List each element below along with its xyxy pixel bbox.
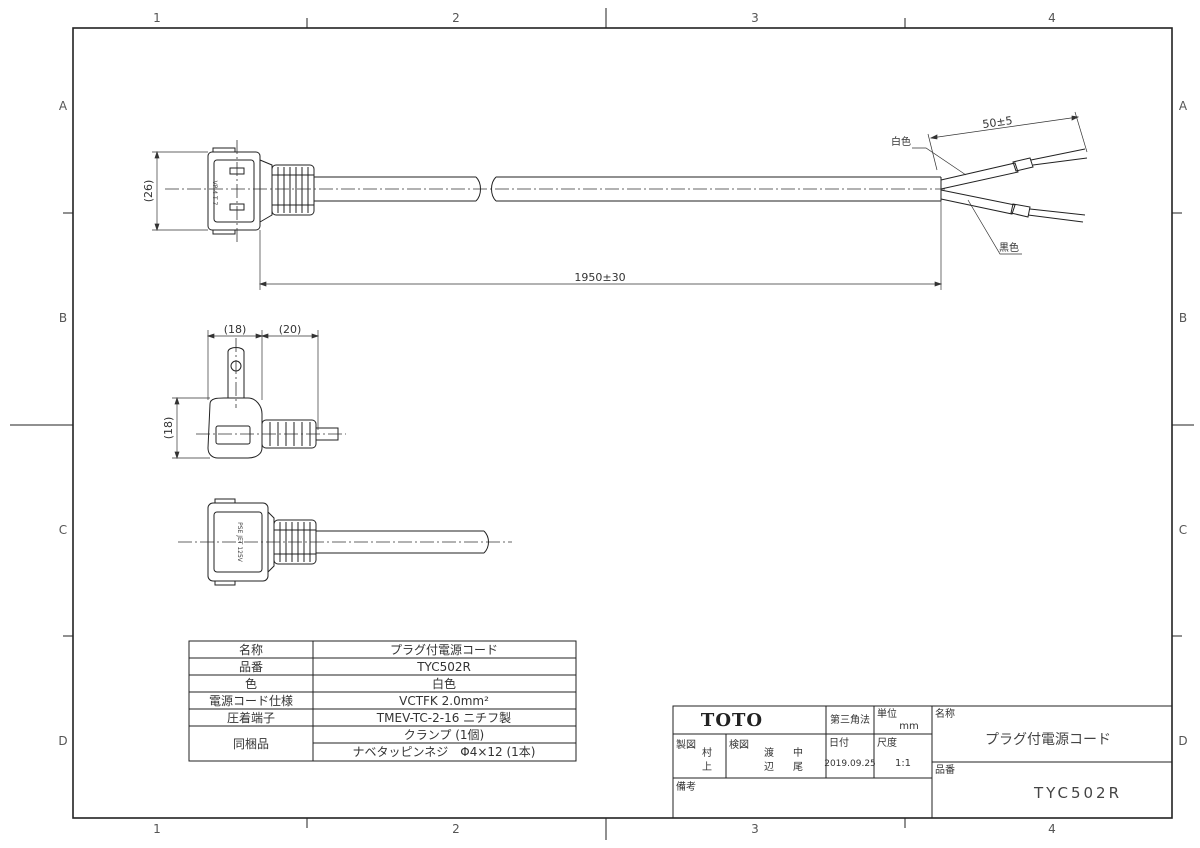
spec-included-clamp: クランプ (1個) [404,728,484,742]
spec-value-terminal: TMEV-TC-2-16 ニチフ製 [376,711,511,725]
zone-col-3-top: 3 [751,11,759,25]
zone-col-4-top: 4 [1048,11,1056,25]
scale-value: 1:1 [895,758,911,769]
zone-row-a-right: A [1179,99,1188,113]
projection-method: 第三角法 [830,713,870,726]
title-block: TOTO 第三角法 単位 mm 名称 プラグ付電源コード 製図 村 上 検図 渡… [672,705,1173,819]
plug-cap-tabs [212,147,236,235]
unit-label: 単位 [877,707,897,720]
white-wire-leader [912,147,967,176]
side-view [196,338,346,459]
zone-row-b-right: B [1179,311,1187,325]
top-view: VP 4 T 7 [165,140,1088,242]
white-wire-callout: 白色 [891,135,911,148]
spec-value-name: プラグ付電源コード [390,643,498,657]
dimension-side-height-label: (18) [162,417,175,440]
spec-label-color: 色 [245,677,257,691]
spec-table: 名称 プラグ付電源コード 品番 TYC502R 色 白色 電源コード仕様 VCT… [188,640,577,762]
front-view: PSE JET 125V [178,498,512,586]
checked-by-4: 尾 [793,761,803,773]
plug-marking-top: VP 4 T 7 [211,181,218,206]
zone-row-d-left: D [58,734,67,748]
white-terminal [1012,157,1034,172]
spec-value-part: TYC502R [416,660,471,674]
plug-head-top [207,151,261,231]
plug-neck-top [259,159,273,223]
spec-label-terminal: 圧着端子 [227,710,275,725]
dimension-cord-length [258,201,943,290]
drawn-label: 製図 [676,738,696,751]
zone-row-d-right: D [1178,734,1187,748]
spec-value-color: 白色 [432,676,456,691]
strain-relief-top [271,164,315,216]
date-label: 日付 [829,736,849,749]
black-wire-leader [967,199,1022,255]
side-grip-window [215,425,251,445]
part-number: TYC502R [1033,784,1122,802]
plug-face-top [213,159,255,223]
checked-by-1: 渡 [764,746,774,759]
dimension-side-width-b: (20) [279,323,302,336]
zone-col-2-top: 2 [452,11,460,25]
dimension-plug-height [152,150,208,232]
zone-row-c-right: C [1179,523,1187,537]
notes-label: 備考 [676,780,696,793]
spec-label-cord: 電源コード仕様 [209,694,293,708]
black-conductor [1027,208,1086,223]
scale-label: 尺度 [877,736,897,749]
dimension-side-width-a: (18) [224,323,247,336]
zone-row-a-left: A [59,99,68,113]
zone-row-b-left: B [59,311,67,325]
date-value: 2019.09.25 [824,759,876,769]
part-label: 品番 [935,764,955,776]
name-label: 名称 [935,707,955,720]
unit-value: mm [899,721,918,732]
zone-col-3-bottom: 3 [751,822,759,836]
spec-label-included: 同梱品 [233,737,269,751]
checked-by-2: 辺 [764,761,774,773]
spec-value-cord: VCTFK 2.0mm² [399,694,489,708]
drawn-by-1: 村 [702,746,712,759]
zone-ticks [10,8,1194,840]
dimension-plug-height-label: (26) [142,180,155,203]
drawing-border [72,27,1173,819]
drawing-name: プラグ付電源コード [985,732,1111,748]
white-conductor [1030,148,1088,166]
black-terminal [1010,203,1031,218]
dimension-side-height [172,396,210,460]
brand-logo: TOTO [701,710,763,731]
white-wire [940,162,1019,190]
spec-included-screw: ナベタッピンネジ Φ4×12 (1本) [353,745,536,759]
spec-label-part: 品番 [239,660,263,674]
plug-marking-front: PSE JET 125V [236,522,243,563]
drawn-by-2: 上 [702,761,712,773]
plug-body-side [207,397,263,459]
zone-col-2-bottom: 2 [452,822,460,836]
dimension-strip-length-label: 50±5 [982,114,1014,131]
dimension-side-widths [206,330,320,430]
zone-col-1-bottom: 1 [153,822,161,836]
black-wire [940,189,1016,215]
checked-by-3: 中 [793,746,803,759]
zone-row-c-left: C [59,523,67,537]
black-wire-callout: 黒色 [999,241,1019,254]
spec-label-name: 名称 [239,642,263,657]
checked-label: 検図 [729,738,749,751]
zone-col-4-bottom: 4 [1048,822,1056,836]
zone-col-1-top: 1 [153,11,161,25]
dimension-cord-length-label: 1950±30 [574,271,625,284]
front-cap-tabs [214,498,236,586]
